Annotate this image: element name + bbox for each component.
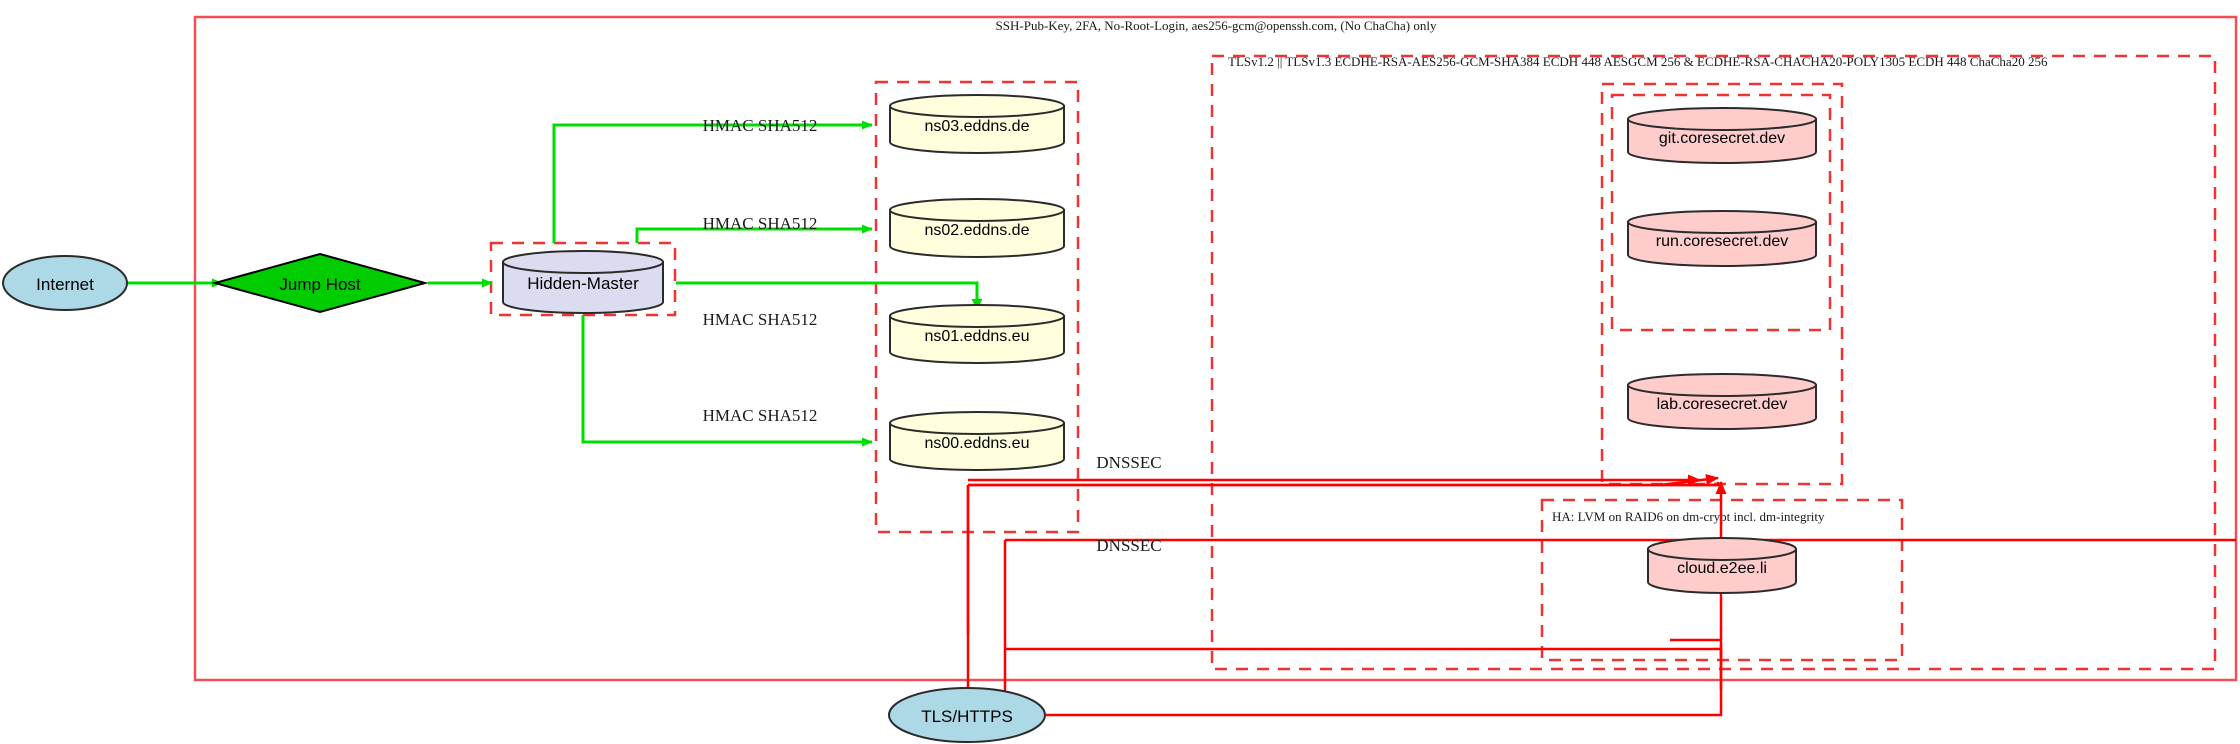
node-ns02-label: ns02.eddns.de xyxy=(925,222,1030,239)
node-ns00-label: ns00.eddns.eu xyxy=(925,435,1030,452)
edge-label-hmac-ns00: HMAC SHA512 xyxy=(703,406,818,425)
node-git-label: git.coresecret.dev xyxy=(1659,130,1785,147)
node-tlshttps-label: TLS/HTTPS xyxy=(921,707,1013,726)
node-ns01-label: ns01.eddns.eu xyxy=(925,328,1030,345)
boundary-tls-zone: TLSv1.2 || TLSv1.3 ECDHE-RSA-AES256-GCM-… xyxy=(1210,54,2217,671)
node-lab[interactable]: lab.coresecret.dev xyxy=(1627,373,1817,430)
node-git[interactable]: git.coresecret.dev xyxy=(1627,107,1817,164)
node-ns03-label: ns03.eddns.de xyxy=(925,118,1030,135)
edge-hiddenmaster-to-ns01 xyxy=(676,281,983,310)
boundary-ns-cluster xyxy=(874,80,1080,534)
node-lab-label: lab.coresecret.dev xyxy=(1657,396,1788,413)
edge-label-hmac-ns01: HMAC SHA512 xyxy=(703,310,818,329)
boundary-coresecret-box xyxy=(1610,93,1832,332)
node-ns02[interactable]: ns02.eddns.de xyxy=(889,198,1065,258)
node-run[interactable]: run.coresecret.dev xyxy=(1627,210,1817,267)
ssh-zone-label: SSH-Pub-Key, 2FA, No-Root-Login, aes256-… xyxy=(996,18,1437,33)
node-hiddenmaster-label: Hidden-Master xyxy=(527,274,639,293)
edge-label-dnssec-upper: DNSSEC xyxy=(1096,453,1161,472)
edge-dnssec-upper xyxy=(966,473,1720,635)
node-internet[interactable]: Internet xyxy=(2,255,128,311)
edge-label-hmac-ns02: HMAC SHA512 xyxy=(703,214,818,233)
edge-dnssec-lower xyxy=(1003,538,2236,700)
node-hiddenmaster[interactable]: Hidden-Master xyxy=(502,250,664,314)
node-jumphost[interactable]: Jump Host xyxy=(211,252,429,314)
node-tlshttps[interactable]: TLS/HTTPS xyxy=(888,687,1046,743)
ha-zone-label: HA: LVM on RAID6 on dm-crypt incl. dm-in… xyxy=(1552,509,1825,524)
tls-zone-label: TLSv1.2 || TLSv1.3 ECDHE-RSA-AES256-GCM-… xyxy=(1228,54,2048,69)
node-ns03[interactable]: ns03.eddns.de xyxy=(889,94,1065,154)
node-ns00[interactable]: ns00.eddns.eu xyxy=(889,411,1065,471)
edge-hiddenmaster-to-ns00 xyxy=(581,315,873,447)
node-cloud-label: cloud.e2ee.li xyxy=(1677,560,1767,577)
node-ns01[interactable]: ns01.eddns.eu xyxy=(889,304,1065,364)
edge-label-hmac-ns03: HMAC SHA512 xyxy=(703,116,818,135)
node-internet-label: Internet xyxy=(36,275,94,294)
boundary-ssh-zone: SSH-Pub-Key, 2FA, No-Root-Login, aes256-… xyxy=(193,15,2238,682)
node-cloud[interactable]: cloud.e2ee.li xyxy=(1647,537,1797,594)
node-run-label: run.coresecret.dev xyxy=(1656,233,1789,250)
node-jumphost-label: Jump Host xyxy=(279,275,361,294)
edge-hiddenmaster-to-ns02 xyxy=(635,224,873,243)
edge-label-dnssec-lower: DNSSEC xyxy=(1096,536,1161,555)
edge-hiddenmaster-to-ns03 xyxy=(552,120,873,243)
